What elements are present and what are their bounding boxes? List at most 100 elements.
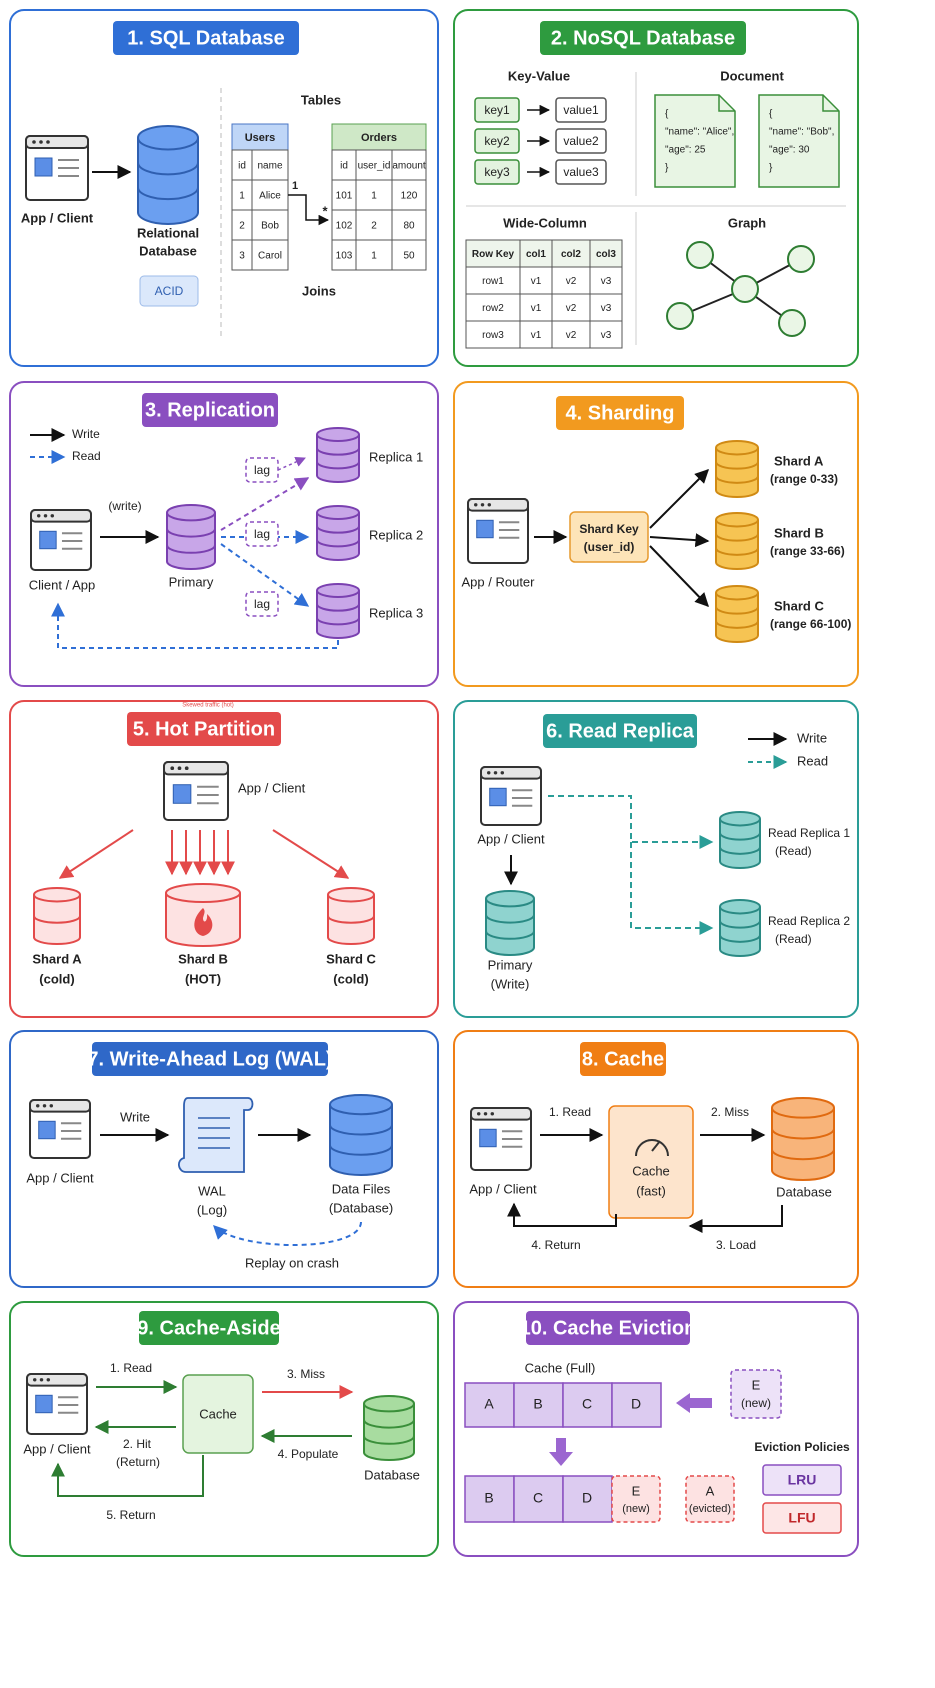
hot-top-note: Skewed traffic (hot) (182, 703, 234, 709)
orders-table-header: Orders (361, 132, 397, 144)
document-line: "name": "Bob", (769, 127, 834, 138)
cache-box-sublabel: (fast) (636, 1183, 666, 1198)
sharding-title: 4. Sharding (566, 402, 675, 424)
eviction-after-slot (513, 1475, 564, 1523)
cache-return-label: 4. Return (531, 1238, 580, 1252)
hot-title: 5. Hot Partition (133, 718, 275, 740)
wide-cell: row2 (482, 303, 504, 314)
cache-read-label: 1. Read (549, 1105, 591, 1119)
cache-return-arrow (507, 1202, 617, 1227)
sql-app-label: App / Client (21, 210, 94, 225)
shard-key-box (569, 511, 649, 563)
wide-cell: v1 (531, 330, 542, 341)
wal-write-label: Write (120, 1109, 150, 1124)
wide-cell: v2 (566, 330, 577, 341)
users-table-header: Users (245, 132, 276, 144)
users-cell: 2 (239, 221, 245, 232)
cache-miss-label: 2. Miss (711, 1105, 749, 1119)
eviction-before-slot (464, 1382, 515, 1428)
readrep-legend-write: Write (797, 730, 827, 745)
shard-c-cold-icon (327, 887, 375, 945)
eviction-after-slot (562, 1475, 613, 1523)
acid-badge-box (139, 275, 199, 307)
legend-read: Read (72, 449, 101, 463)
flame-icon (194, 908, 213, 936)
aside-db-label: Database (364, 1467, 420, 1482)
document-line: } (665, 163, 669, 174)
read-replica-db-icon (719, 899, 761, 957)
aside-populate-label: 4. Populate (278, 1447, 339, 1461)
shard-db-icon (715, 512, 759, 570)
readrep-arrow-2 (630, 842, 714, 935)
users-col-header-box (251, 149, 289, 181)
orders-col-header-box (391, 149, 427, 181)
document-line: "age": 30 (769, 145, 810, 156)
hot-arrow-left (58, 829, 134, 879)
users-cell: Alice (259, 191, 281, 202)
aside-title-bg (139, 1311, 279, 1345)
orders-cell: 120 (401, 191, 418, 202)
document-fold (822, 95, 839, 112)
users-col-header: name (257, 161, 282, 172)
hot-shard-tag: (cold) (333, 971, 368, 986)
orders-cell: 103 (336, 251, 353, 262)
wide-cell: v3 (601, 276, 612, 287)
wide-cell-box (589, 293, 623, 322)
graph-node (666, 302, 694, 330)
cache-full-label: Cache (Full) (525, 1360, 596, 1375)
tables-title: Tables (301, 92, 341, 107)
lag3-box (245, 591, 279, 617)
sql-title-bg (113, 21, 299, 55)
nosql-title-bg (540, 21, 746, 55)
kv-title: Key-Value (508, 68, 570, 83)
aside-cache-box (182, 1374, 254, 1454)
panel-hot-partition (9, 700, 439, 1018)
orders-cell-box (331, 209, 357, 241)
eviction-before-letter: C (582, 1396, 592, 1412)
policies-title: Eviction Policies (754, 1440, 850, 1454)
wide-cell: v2 (566, 276, 577, 287)
wide-cell-box (551, 293, 591, 322)
kv-key-box (474, 159, 520, 185)
document-line: "age": 25 (665, 145, 706, 156)
sql-db-label-1: Relational (137, 225, 199, 240)
replica1-write-arrow (220, 477, 310, 531)
orders-col-header-box (331, 149, 357, 181)
wide-title: Wide-Column (503, 215, 587, 230)
aside-app-label: App / Client (23, 1441, 91, 1456)
lru-badge (762, 1464, 842, 1496)
shard-key-sublabel: (user_id) (584, 540, 635, 554)
document-line: } (769, 163, 773, 174)
cache-db-label: Database (776, 1184, 832, 1199)
users-cell: 1 (239, 191, 245, 202)
lag1-pointer (277, 457, 306, 471)
readrep-primary-tag: (Write) (491, 976, 530, 991)
kv-key-box (474, 97, 520, 123)
replay-arrow (213, 1221, 362, 1246)
wal-sublabel: (Log) (197, 1202, 227, 1217)
shard-range: (range 0-33) (770, 472, 838, 486)
hot-app-label: App / Client (238, 780, 306, 795)
wide-cell: v3 (601, 303, 612, 314)
cache-box-label: Cache (632, 1163, 670, 1178)
cache-load-arrow (688, 1205, 783, 1233)
readrep-primary-icon (485, 890, 535, 956)
wide-cell: v3 (601, 330, 612, 341)
gauge-needle (651, 1140, 661, 1152)
cache-title-bg (580, 1042, 666, 1076)
aside-return-label: 5. Return (106, 1508, 155, 1522)
orders-cell-box (391, 179, 427, 211)
orders-cell: 2 (371, 221, 377, 232)
orders-cell-box (331, 239, 357, 271)
document-fold (718, 95, 735, 112)
lfu-label: LFU (788, 1510, 815, 1526)
cache-box (608, 1105, 694, 1219)
hot-shard-name: Shard A (32, 951, 82, 966)
orders-col-header: user_id (358, 161, 391, 172)
primary-label: Primary (169, 574, 214, 589)
read-replica-db-icon (719, 811, 761, 869)
shard-name: Shard A (774, 453, 824, 468)
after-new-letter: E (632, 1483, 641, 1498)
orders-cell: 1 (371, 191, 377, 202)
replication-title: 3. Replication (145, 399, 275, 421)
